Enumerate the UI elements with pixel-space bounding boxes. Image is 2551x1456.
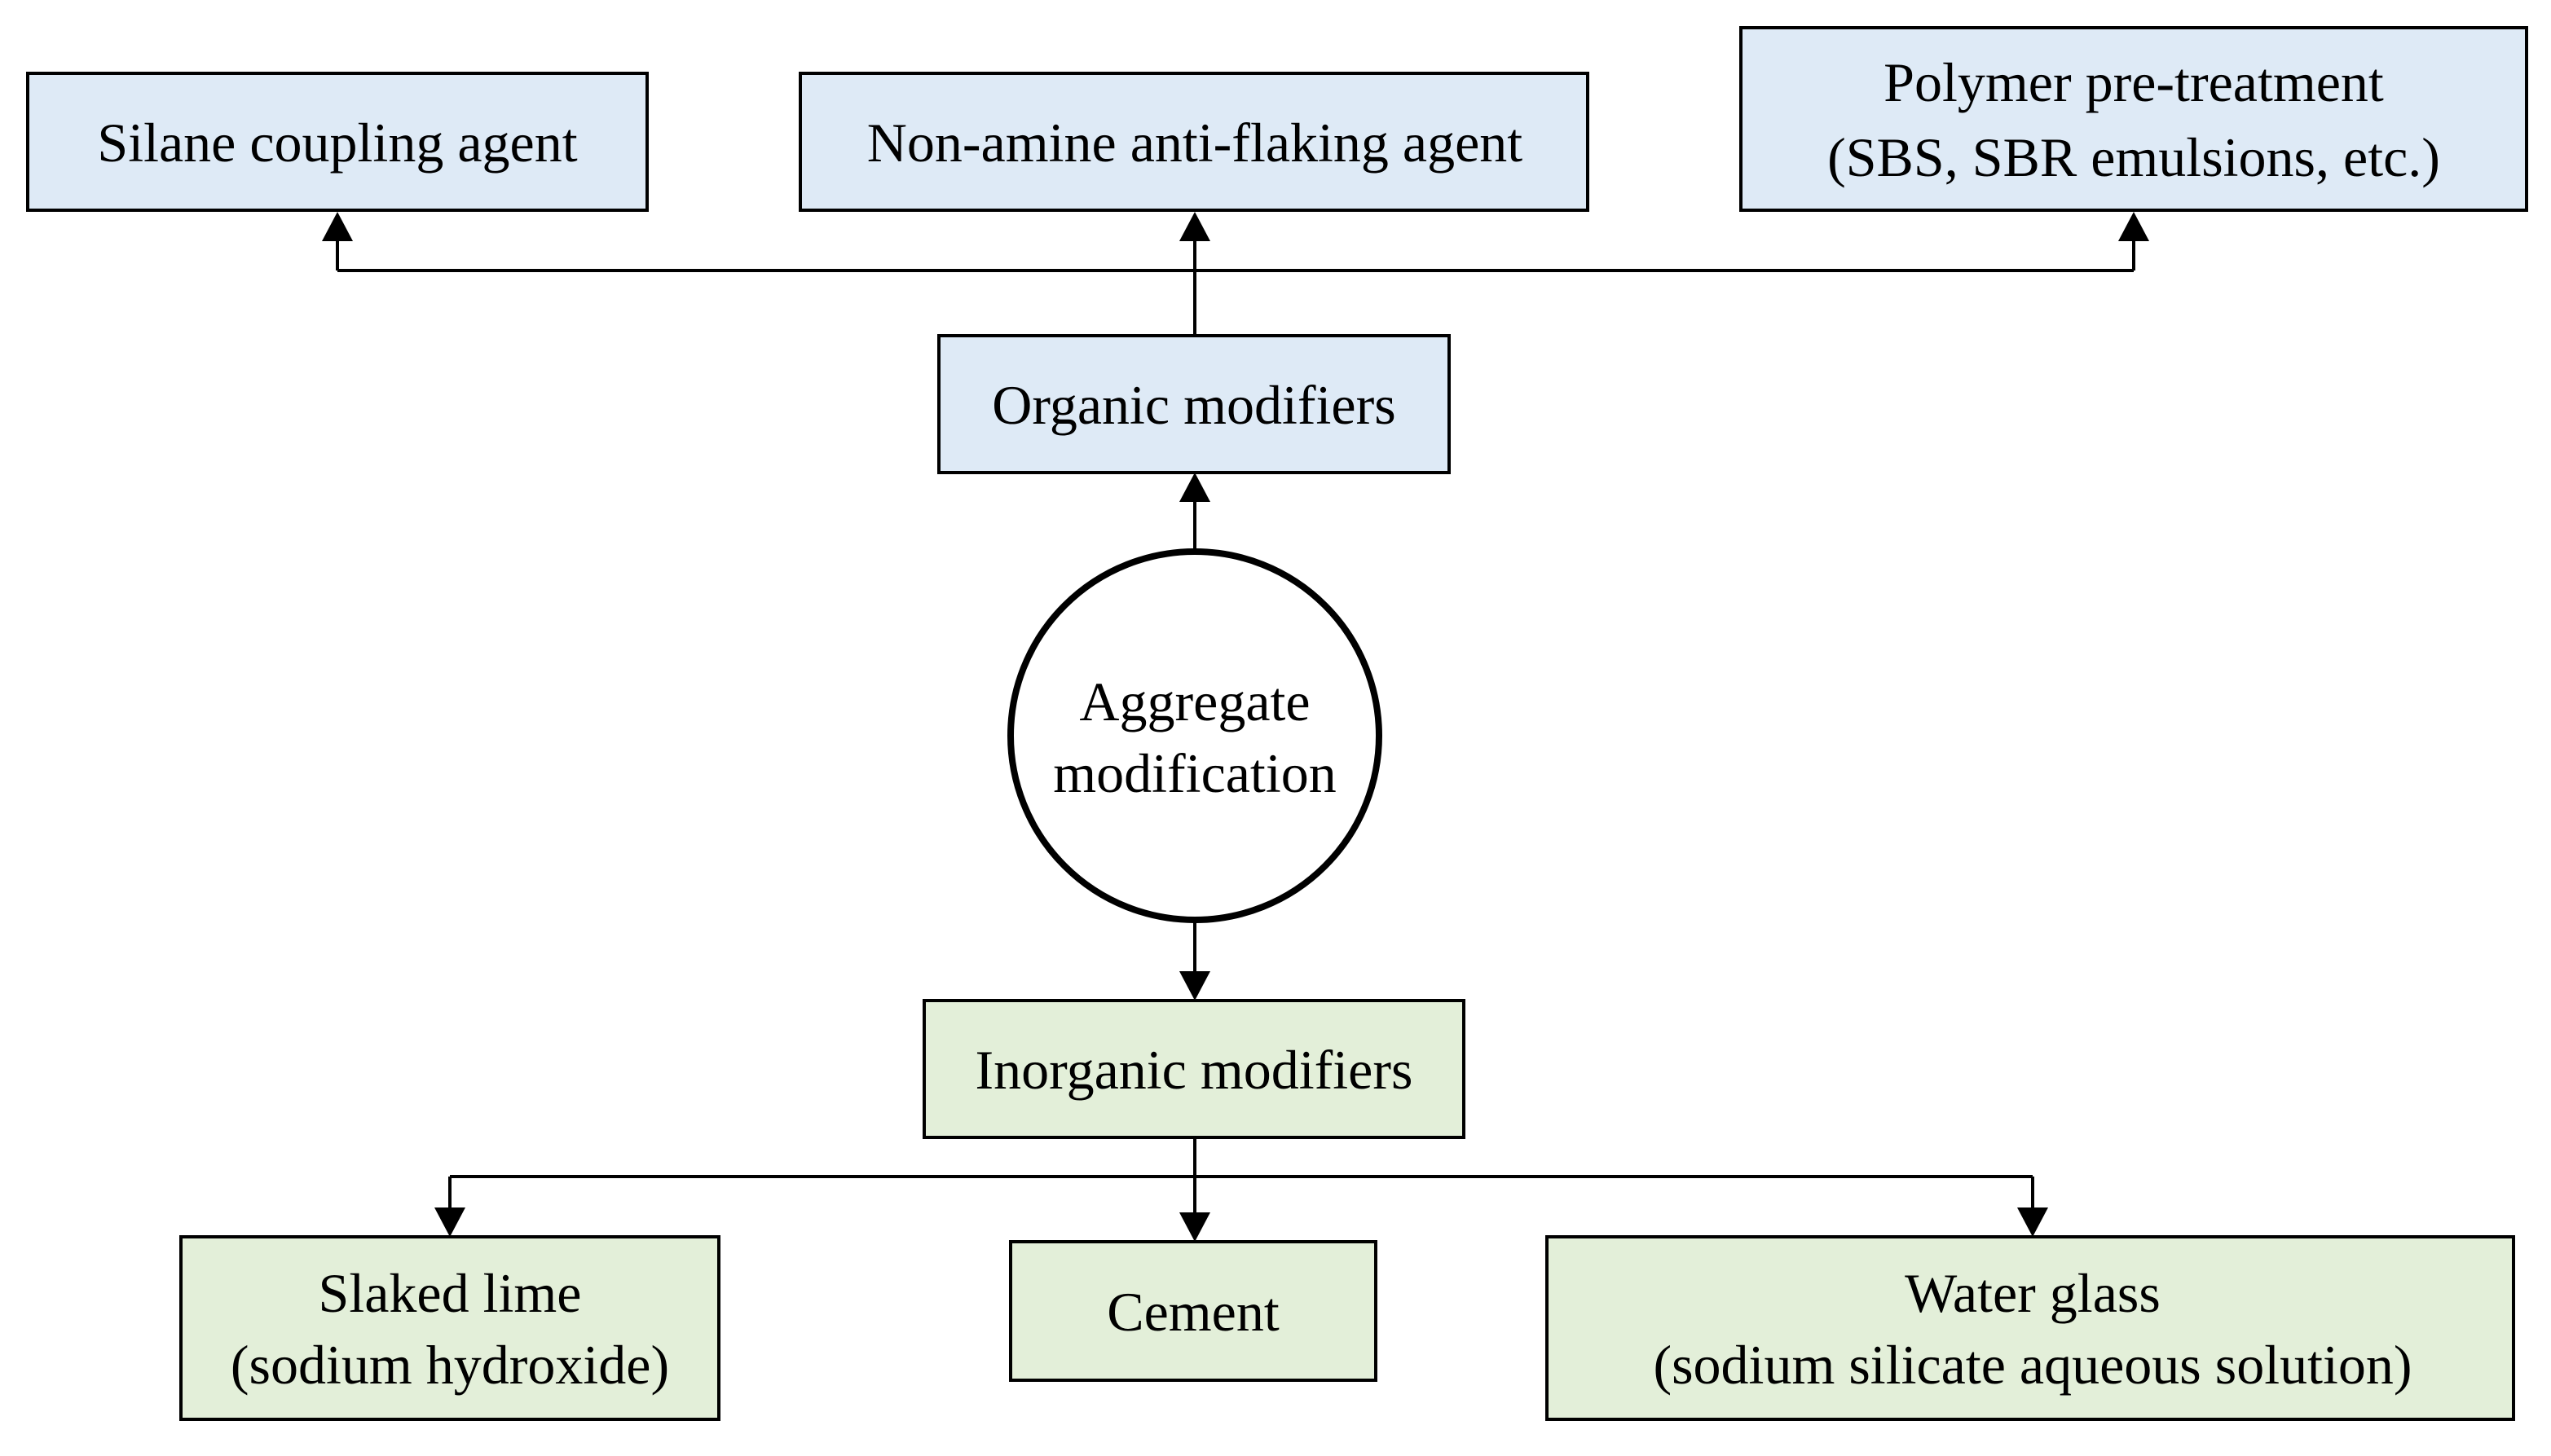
inorganic-modifiers-label: Inorganic modifiers (976, 1039, 1413, 1101)
aggregate-modification-node: Aggregate modification (1007, 548, 1382, 923)
silane-coupling-agent-node: Silane coupling agent (26, 72, 649, 212)
non-amine-anti-flaking-agent-node: Non-amine anti-flaking agent (799, 72, 1589, 212)
slaked-lime-sublabel: (sodium hydroxide) (231, 1334, 669, 1396)
arrowhead-cement (1179, 1212, 1210, 1242)
organic-modifiers-label: Organic modifiers (992, 374, 1395, 436)
cement-node: Cement (1009, 1240, 1377, 1382)
arrowhead-inorganic (1179, 971, 1210, 1001)
arrowhead-slaked-lime (434, 1207, 465, 1237)
aggregate-modification-label-line2: modification (1053, 742, 1336, 804)
arrowhead-silane (322, 212, 353, 241)
aggregate-modification-label-line1: Aggregate (1079, 671, 1310, 732)
polymer-pre-treatment-node: Polymer pre-treatment (SBS, SBR emulsion… (1739, 26, 2528, 212)
slaked-lime-label: Slaked lime (319, 1262, 582, 1324)
arrowhead-polymer (2118, 212, 2149, 241)
water-glass-node: Water glass (sodium silicate aqueous sol… (1545, 1235, 2515, 1421)
inorganic-modifiers-node: Inorganic modifiers (923, 999, 1465, 1139)
non-amine-anti-flaking-agent-label: Non-amine anti-flaking agent (867, 112, 1522, 174)
connectors (322, 212, 2149, 1242)
organic-modifiers-node: Organic modifiers (937, 334, 1451, 474)
arrowhead-organic (1179, 473, 1210, 502)
slaked-lime-node: Slaked lime (sodium hydroxide) (179, 1235, 720, 1421)
polymer-pre-treatment-label: Polymer pre-treatment (1884, 51, 2384, 113)
cement-label: Cement (1107, 1281, 1280, 1343)
silane-coupling-agent-label: Silane coupling agent (97, 112, 577, 174)
arrowhead-water-glass (2017, 1207, 2048, 1237)
water-glass-sublabel: (sodium silicate aqueous solution) (1653, 1334, 2412, 1396)
polymer-pre-treatment-sublabel: (SBS, SBR emulsions, etc.) (1827, 126, 2440, 188)
arrowhead-non-amine (1179, 212, 1210, 241)
water-glass-label: Water glass (1905, 1262, 2161, 1324)
